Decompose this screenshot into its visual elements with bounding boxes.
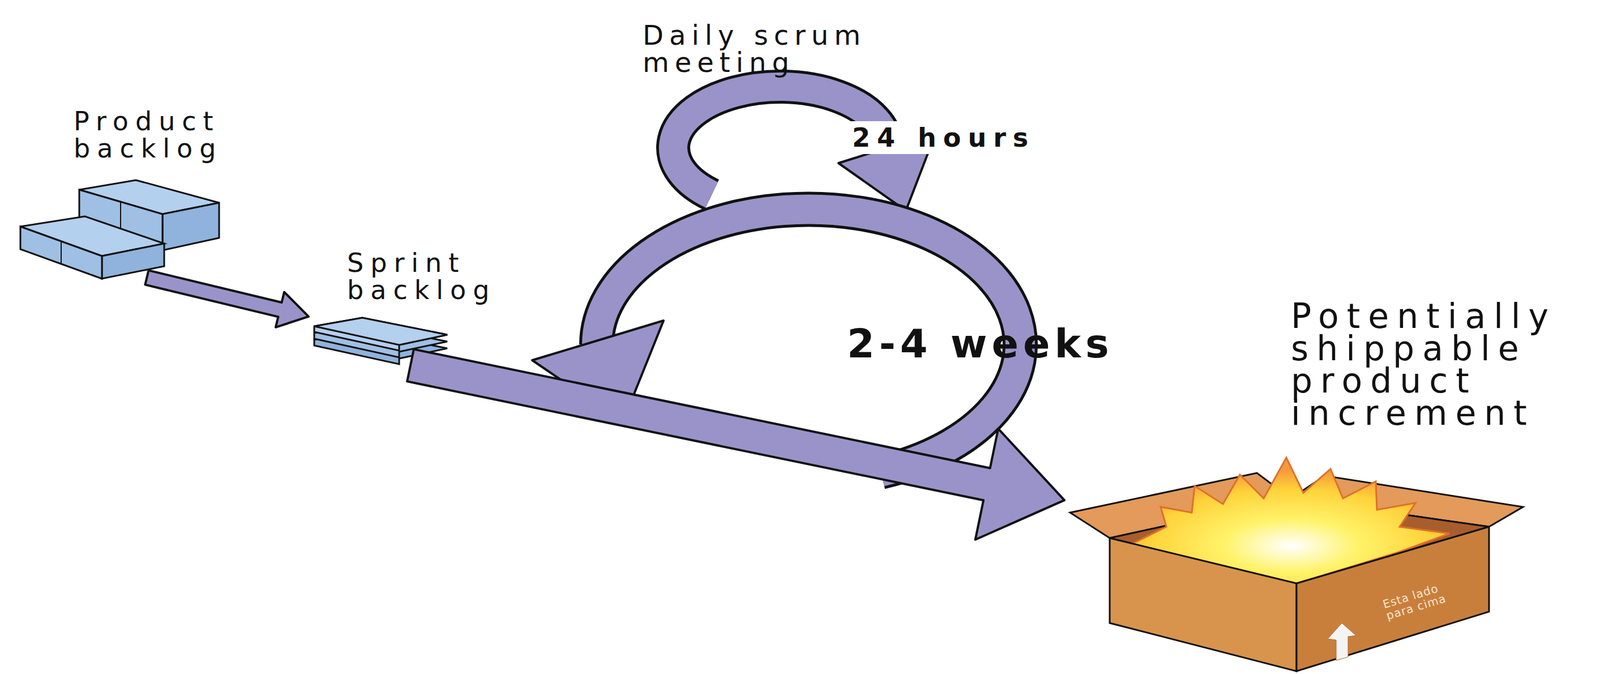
duration-label: 2-4 weeks [846,323,1114,364]
flow-arrow [407,349,1065,540]
up-arrow-symbol [1327,622,1356,661]
duration-label: 24 hours [841,121,1046,154]
node-text-group: Sprint backlog [347,249,529,305]
flow-arrow [144,270,309,327]
node-text-group: Potentially shippable product increment [1290,300,1600,430]
backlog-node: Product backlog [16,107,227,278]
node-label: Product backlog [73,107,267,163]
backlog-node: Sprint backlog [308,249,513,366]
node-text-group: Product backlog [73,107,267,163]
paper-sheet [314,317,448,351]
event-label: Daily scrum meeting [642,21,960,76]
block-front [20,226,102,279]
box-face [1109,537,1297,671]
block-side [162,202,220,251]
paper-top [314,317,448,345]
node-label: Sprint backlog [347,249,529,305]
box-face [1296,526,1490,671]
product-node: Potentially shippable product increment [1064,294,1597,671]
block-seam [60,241,62,264]
node-label: Potentially shippable product increment [1290,300,1600,430]
